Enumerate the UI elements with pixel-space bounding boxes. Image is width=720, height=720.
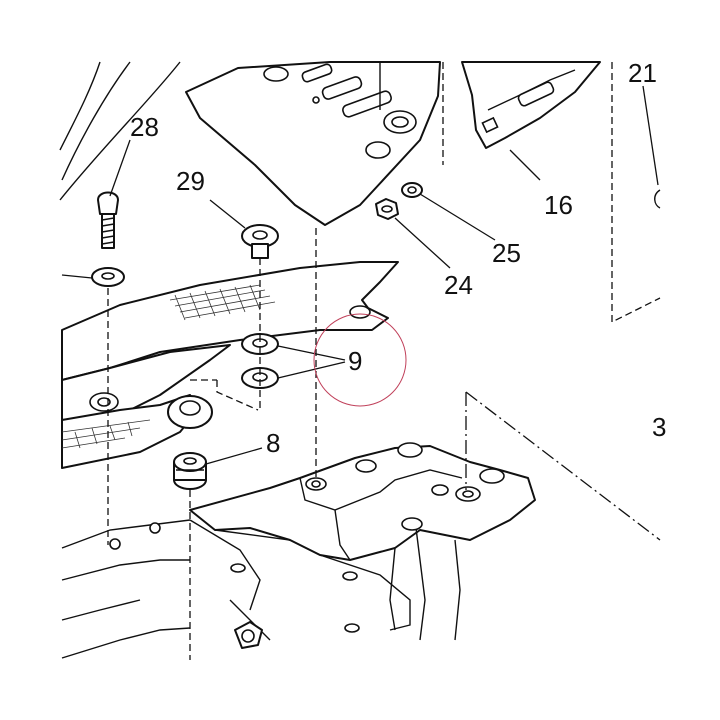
leader-24 [394,217,451,269]
part-16-bracket [461,61,601,149]
highlight-circle [313,313,407,407]
part-24-nut [375,198,399,220]
part-28-bolt [97,191,119,249]
leader-lines [61,85,659,465]
callout-29: 29 [176,166,205,196]
upper-mounting-plate [185,61,441,226]
washer-under-bolt [91,267,125,287]
leader-25 [419,193,496,241]
left-fairing-edge [59,61,181,201]
hatched-area-upper [169,284,276,321]
callout-21: 21 [628,58,657,88]
callout-9: 9 [348,346,362,376]
part-25-washer [401,182,423,198]
callout-25: 25 [492,238,521,268]
part-29-spacer [241,224,279,259]
leader-21 [642,85,659,186]
hatched-area-lower [61,419,151,449]
part-21-edge [654,189,661,209]
leader-9a [277,345,346,361]
callout-8: 8 [266,428,280,458]
lower-left-frame [61,519,271,659]
leader-29 [209,199,246,229]
callout-28: 28 [130,112,159,142]
callout-24: 24 [444,270,473,300]
part-8-rubber-mount [173,452,207,490]
leader-28 [109,139,131,197]
leader-16 [509,149,541,181]
callout-3: 3 [652,412,666,442]
middle-tray-frame [61,261,399,469]
leader-8 [205,447,263,465]
callout-16: 16 [544,190,573,220]
lower-subframe [189,442,536,641]
tray-grommet [167,395,213,429]
leader-washer [61,274,93,279]
leader-9b [277,361,346,379]
right-assembly-boundary [442,62,661,324]
